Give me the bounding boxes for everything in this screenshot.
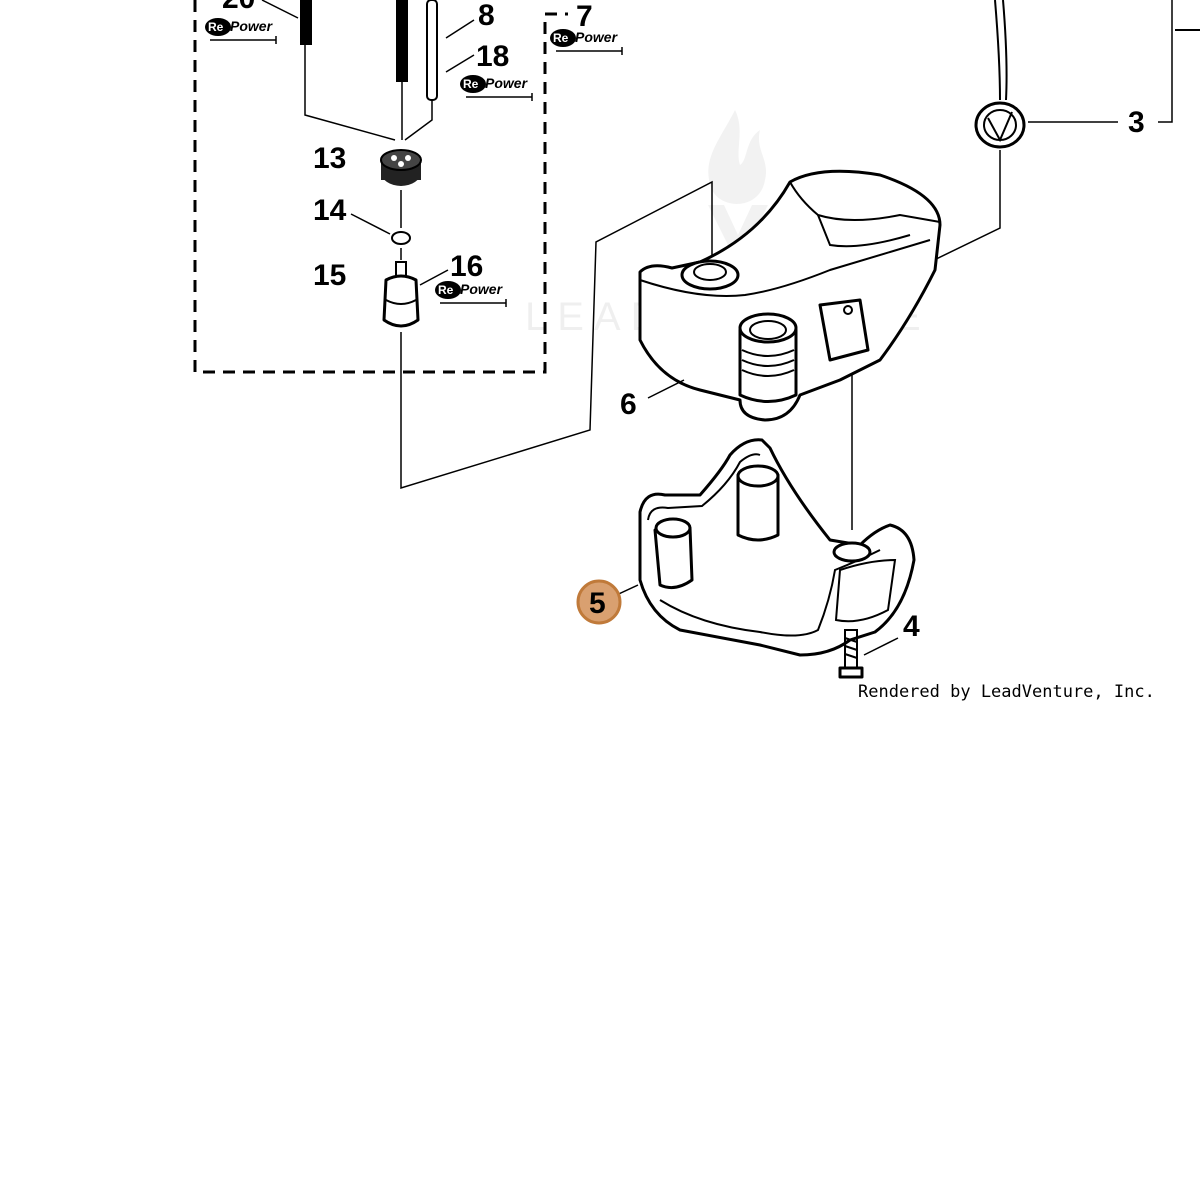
repower-badge-3: Re Power — [460, 75, 533, 101]
kit-outline — [193, 0, 568, 374]
credit-text: Rendered by LeadVenture, Inc. — [858, 682, 1155, 702]
callout-13[interactable]: 13 — [313, 142, 346, 175]
repower-re-text: Re — [208, 20, 224, 34]
callout-6[interactable]: 6 — [620, 388, 637, 421]
part-5-tank-guard: 5 — [576, 438, 916, 657]
part-4-screw: 4 — [838, 610, 920, 679]
repower-power-text: Power — [485, 75, 529, 91]
part-7-label: 7 — [576, 0, 593, 33]
callout-7[interactable]: 7 — [576, 0, 593, 33]
callout-18[interactable]: 18 — [476, 40, 509, 73]
callout-3[interactable]: 3 — [1128, 106, 1145, 139]
part-13-grommet: 13 — [313, 142, 422, 186]
repower-badge-4: Re Power — [435, 281, 507, 307]
repower-re-text: Re — [463, 77, 479, 91]
repower-badge-2: Re Power — [550, 29, 623, 55]
callout-20[interactable]: 20 — [222, 0, 255, 15]
fuel-line-rod — [396, 0, 408, 82]
repower-power-text: Power — [575, 29, 619, 45]
part-6-fuel-tank: 6 — [620, 169, 942, 422]
part-14-ring: 14 — [313, 194, 411, 245]
highlight-marker — [576, 579, 622, 625]
repower-power-text: Power — [460, 281, 504, 297]
part-20-rod: 20 — [222, 0, 312, 45]
part-15-fuel-filter: 15 16 — [313, 250, 483, 328]
callout-4[interactable]: 4 — [903, 610, 920, 643]
part-8-tube: 8 18 — [426, 0, 509, 101]
repower-badge-1: Re Power — [205, 18, 277, 44]
part-3-fuel-cap: 3 — [974, 0, 1200, 149]
callout-16[interactable]: 16 — [450, 250, 483, 283]
callout-5[interactable]: 5 — [589, 587, 606, 620]
callout-14[interactable]: 14 — [313, 194, 347, 227]
repower-re-text: Re — [438, 283, 454, 297]
callout-15[interactable]: 15 — [313, 259, 346, 292]
callout-8[interactable]: 8 — [478, 0, 495, 32]
repower-power-text: Power — [230, 18, 274, 34]
leader-lines — [304, 45, 1001, 530]
repower-re-text: Re — [553, 31, 569, 45]
